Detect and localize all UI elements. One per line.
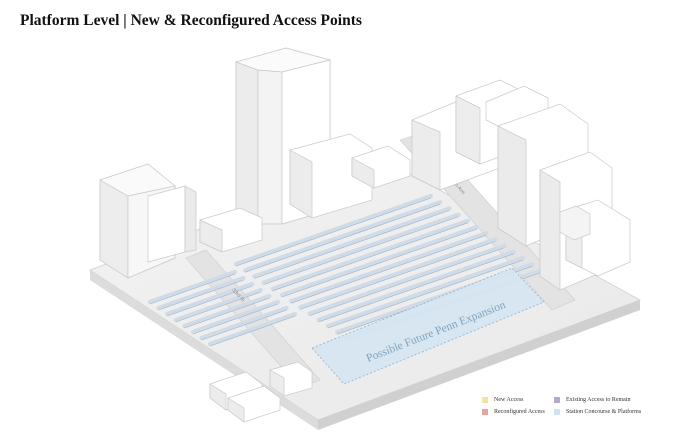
west-platform-edge [167, 285, 253, 317]
building-center-tower [199, 47, 373, 253]
existing-access-swatch [554, 396, 560, 403]
main-platform [325, 255, 526, 329]
platforms-west-block [147, 269, 298, 347]
main-platform-edge [235, 197, 432, 267]
main-platform [298, 237, 498, 310]
building-left-tower [99, 163, 197, 279]
main-platform [316, 249, 516, 322]
west-platform [208, 311, 298, 347]
legend-label: New Access [494, 396, 524, 403]
reconfigured-access-swatch [482, 408, 488, 415]
legend-item-reconfigured-access: Reconfigured Access [482, 408, 545, 415]
west-platform [199, 305, 289, 341]
legend-label: Station Concourse & Platforms [566, 408, 642, 415]
west-platform [147, 269, 238, 305]
west-platform [173, 287, 263, 323]
main-platform [252, 206, 452, 279]
main-platform-edge [291, 234, 487, 304]
west-platform [182, 293, 272, 329]
station-concourse-swatch [554, 408, 560, 415]
main-platform-edge [245, 203, 441, 273]
main-platform-edge [300, 241, 496, 310]
building-mid-blocks [351, 145, 411, 189]
legend-item-new-access: New Access [482, 396, 524, 403]
main-platform-edge [263, 216, 459, 285]
main-platform [270, 218, 470, 291]
west-platform-edge [149, 273, 236, 305]
west-platform-edge [175, 291, 261, 323]
west-platform-edge [210, 315, 296, 347]
buildings [99, 47, 631, 423]
main-platform-edge [254, 210, 450, 279]
main-platform-edge [318, 253, 514, 323]
west-platform-edge [201, 309, 287, 341]
page-title: Platform Level | New & Reconfigured Acce… [20, 12, 362, 29]
main-platform-edge [327, 259, 524, 329]
legend: New Access Existing Access to Remain Rec… [482, 394, 682, 420]
west-platform-edge [158, 279, 244, 311]
main-platform [261, 212, 461, 285]
main-platform [243, 200, 443, 273]
main-platform-edge [309, 247, 505, 316]
west-platform-edge [184, 297, 270, 329]
main-platform [279, 224, 480, 298]
building-front-blocks [209, 361, 313, 423]
new-access-swatch [482, 396, 488, 403]
west-platform [156, 275, 246, 311]
main-platform-edge [281, 228, 478, 298]
main-platform-edge [272, 222, 468, 292]
legend-item-station-concourse: Station Concourse & Platforms [554, 408, 641, 415]
main-platform [307, 243, 507, 316]
legend-item-existing-access: Existing Access to Remain [554, 396, 631, 403]
main-platform [233, 193, 434, 267]
legend-label: Reconfigured Access [494, 408, 545, 415]
west-platform [190, 299, 281, 335]
main-platform [289, 231, 489, 304]
west-platform-edge [192, 303, 279, 335]
building-right-cluster [411, 79, 631, 291]
legend-label: Existing Access to Remain [566, 396, 631, 403]
west-platform [165, 281, 255, 317]
